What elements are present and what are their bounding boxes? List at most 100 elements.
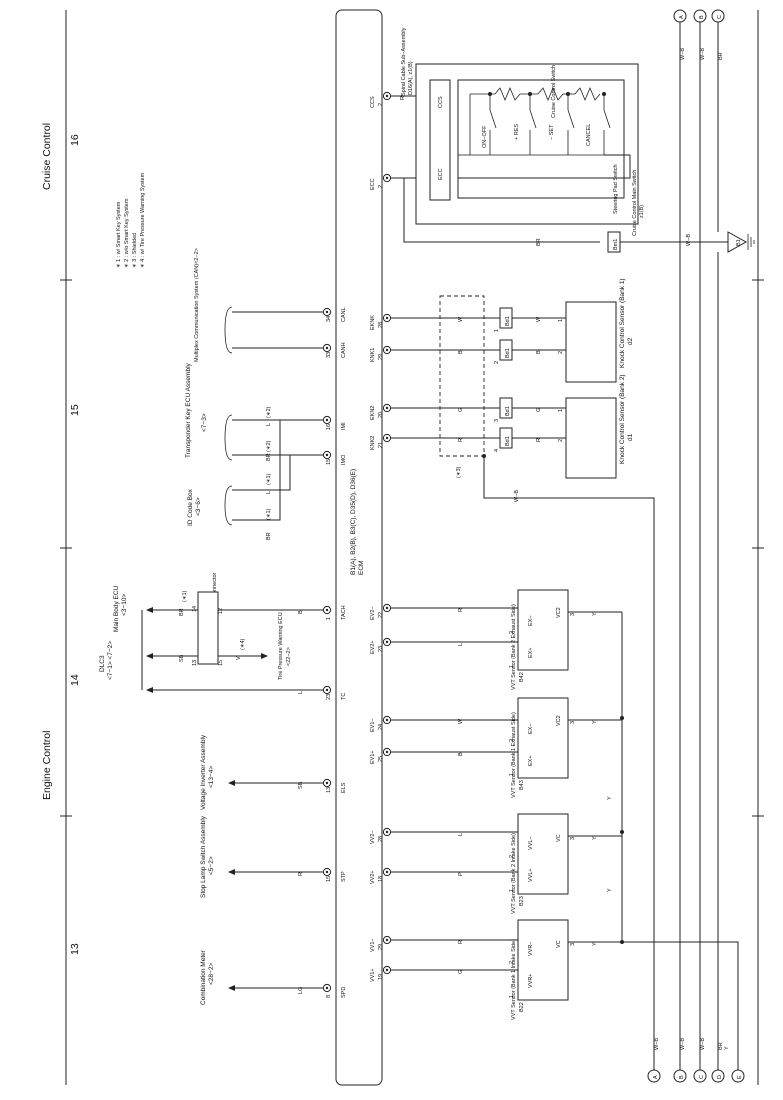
wire-color: L: [266, 423, 272, 426]
pin-name: CANH: [341, 342, 347, 358]
pin-number: 23: [378, 646, 384, 652]
pin-number: 2: [494, 361, 500, 364]
transponder-ref: <7−3>: [201, 413, 208, 432]
pin-name: KNK1: [370, 348, 376, 362]
arrow-head: [261, 653, 268, 659]
pin-name: EV1−: [370, 718, 376, 732]
pin-dot: [325, 310, 329, 314]
page-connector-A: [647, 1069, 661, 1083]
resistor: [494, 86, 521, 102]
pin-number: 1: [509, 995, 515, 998]
pin-name: STP: [341, 871, 347, 882]
wire-color: P: [458, 872, 464, 876]
junction-dot: [602, 92, 606, 96]
pin-dot: [385, 870, 389, 874]
combination-meter-label: Combination Meter: [200, 949, 207, 1005]
wire-color: R: [458, 438, 464, 442]
pin-number: 3: [570, 613, 576, 616]
knock-sensor-bank1-id: d2: [627, 337, 634, 345]
wire-color: W−B: [654, 1038, 660, 1050]
wire-color: BR: [179, 608, 185, 616]
wire-color: W−B: [680, 1038, 686, 1050]
pin-number: 13: [326, 787, 332, 793]
pin-name: EKN2: [370, 406, 376, 420]
pin-number: 3: [494, 419, 500, 422]
shield-box: [439, 295, 485, 457]
pin-number: 29: [378, 354, 384, 360]
junction-label: Bd1: [505, 316, 511, 326]
pin-name: EV2+: [370, 640, 376, 654]
pin-number: 2: [558, 439, 564, 442]
pin-dot: [325, 781, 329, 785]
wire-color: W: [458, 316, 464, 322]
wire-color: L: [298, 691, 304, 694]
resistor: [537, 86, 564, 102]
junction-dot: [528, 92, 532, 96]
junction-connector-d56: [197, 591, 219, 665]
pin-dot: [325, 453, 329, 457]
imo-wire-1: [232, 454, 323, 491]
resistor: [574, 86, 601, 102]
page-connector-label: A: [653, 1075, 659, 1079]
page-connector-A: [673, 9, 687, 23]
spiral-cable-block: [429, 79, 451, 201]
pin-name: VV2−: [370, 830, 376, 844]
cancel-label: CANCEL: [586, 124, 592, 146]
page-connector-E: [731, 1069, 745, 1083]
pin-number: 28: [378, 836, 384, 842]
pin-number: 1: [509, 665, 515, 668]
sensor-id: B23: [519, 896, 525, 906]
wire-color: W−B: [514, 490, 520, 502]
junction-label: Bd1: [505, 406, 511, 416]
page-connector-label: A: [679, 15, 685, 19]
pin-dot: [325, 346, 329, 350]
wire-color: SB: [179, 654, 185, 662]
wire-color: G: [458, 970, 464, 974]
brace: [224, 306, 233, 354]
sensor-pin-name: VC: [556, 834, 562, 842]
sensor-id: B43: [519, 780, 525, 790]
junction-dot: [620, 716, 624, 720]
cruise-switch-circuit: [458, 86, 631, 179]
pin-number: 2: [558, 351, 564, 354]
wire-color: BR: [536, 238, 542, 246]
sensor-id: B42: [519, 672, 525, 682]
page-connector-label: C: [699, 1075, 705, 1079]
page-connector-B: [673, 1069, 687, 1083]
pin-dot: [385, 750, 389, 754]
wire-color: BR: [266, 453, 272, 461]
pin-number: 28: [378, 322, 384, 328]
id-code-box-ref: <3−6>: [195, 497, 202, 516]
imi-wire-1: [232, 419, 323, 521]
ground-b1-symbol: [727, 231, 748, 253]
wire-color: Y: [607, 888, 613, 892]
pin-number: 3: [570, 943, 576, 946]
pin-dot: [385, 640, 389, 644]
pin-dot: [325, 870, 329, 874]
wire-color: Y: [592, 720, 598, 724]
voltage-inverter-label: Voltage Inverter Assembly: [200, 734, 207, 810]
wire-color: Y: [607, 796, 613, 800]
stop-lamp-label: Stop Lamp Switch Assembly: [200, 815, 207, 898]
wire-color: BR: [718, 52, 724, 60]
spiral-cable-label: Spiral Cable Sub−Assembly: [401, 27, 407, 96]
wire-color: W−B: [700, 48, 706, 60]
pin-dot: [385, 406, 389, 410]
pin-name: IMI: [341, 422, 347, 430]
wire-color: R: [458, 608, 464, 612]
wire-color: B: [298, 610, 304, 614]
wire-color: G: [536, 408, 542, 412]
pin-number: 15: [326, 876, 332, 882]
pin-number: 1: [509, 889, 515, 892]
pin-dot: [325, 608, 329, 612]
page-connector-C: [711, 9, 725, 23]
pin-name: IMO: [341, 454, 347, 465]
pin-number: 15: [326, 459, 332, 465]
arrow-head: [146, 687, 153, 693]
pin-number: 8: [326, 995, 332, 998]
pin-number: 2: [378, 103, 384, 106]
wire-color: G: [458, 408, 464, 412]
pin-name: SPD: [341, 987, 347, 998]
